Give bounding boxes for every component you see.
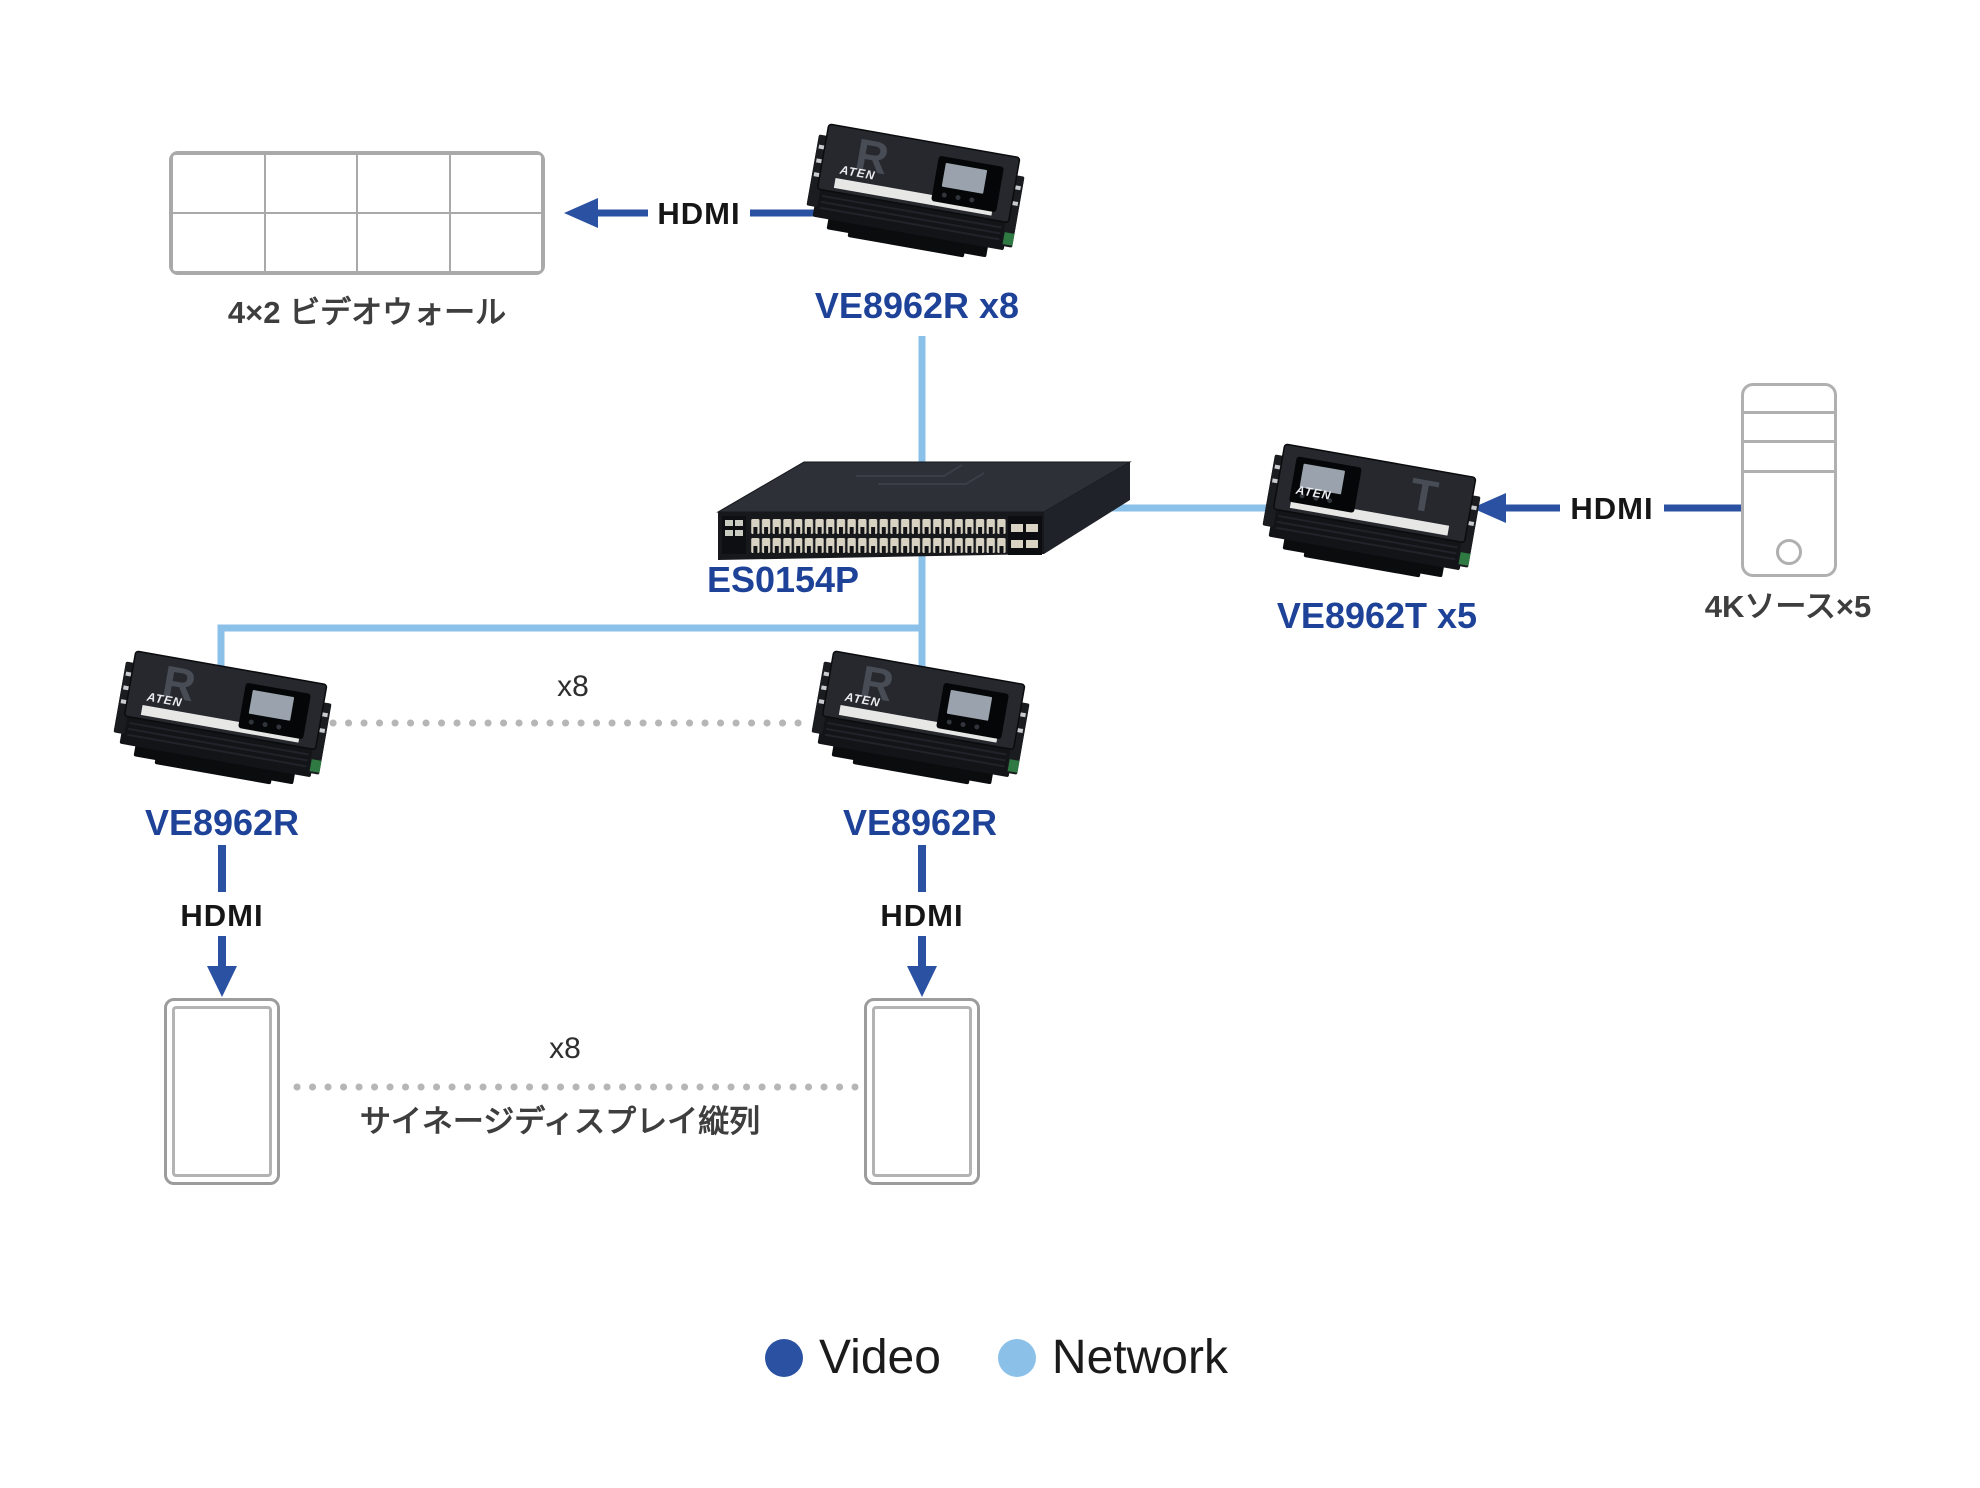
display-screen	[872, 1006, 972, 1177]
extender-photo: T ATEN	[1256, 431, 1486, 597]
video-legend-label: Video	[819, 1331, 941, 1384]
video-wall-cell	[357, 213, 450, 272]
display-screen	[172, 1006, 272, 1177]
extender-photo: R ATEN	[107, 638, 337, 804]
video-wall-label: 4×2 ビデオウォール	[227, 295, 507, 330]
video-dot-circle	[765, 1339, 803, 1377]
receiver-left-model-label: VE8962R	[144, 802, 300, 843]
video-wall-cell	[264, 213, 357, 272]
device-ve8962r-center: R ATEN	[815, 655, 1025, 787]
tower-bay-line	[1744, 440, 1834, 443]
device-ve8962r-left: R ATEN	[117, 655, 327, 787]
legend: Video Network	[764, 1334, 1228, 1382]
video-wall-cell	[264, 154, 357, 213]
device-ve8962r-top: R ATEN	[810, 128, 1020, 260]
hdmi-label-bottom-left: HDMI	[180, 898, 264, 933]
transmitter-model-label: VE8962T x5	[1276, 595, 1478, 636]
signage-display-center	[864, 998, 980, 1185]
signage-label: サイネージディスプレイ縦列	[359, 1104, 761, 1139]
extender-body	[802, 111, 1030, 270]
tower-power-button	[1776, 539, 1802, 565]
network-dot-circle	[997, 1339, 1036, 1377]
video-wall-cell	[449, 154, 542, 213]
hdmi-arrowhead-to-display-center	[907, 966, 937, 997]
hdmi-arrowhead-to-display-left	[207, 966, 237, 997]
signage-display-left	[164, 998, 280, 1185]
video-wall	[169, 151, 545, 275]
video-legend-dot	[764, 1338, 804, 1378]
network-legend-label: Network	[1051, 1331, 1228, 1384]
receiver-top-model-label: VE8962R x8	[814, 285, 1020, 326]
tower-bay-line	[1744, 470, 1834, 473]
receiver-center-model-label: VE8962R	[842, 802, 998, 843]
switch-model-label: ES0154P	[706, 559, 860, 600]
hdmi-arrowhead-to-video-wall	[564, 198, 598, 228]
video-wall-cell	[449, 213, 542, 272]
pc-source-tower	[1741, 383, 1837, 577]
extender-body	[1258, 431, 1486, 590]
tower-bay-line	[1744, 411, 1834, 414]
multiplier-displays: x8	[549, 1032, 581, 1065]
video-wall-cell	[172, 213, 265, 272]
hdmi-label-right: HDMI	[1570, 491, 1654, 526]
network-legend-dot	[997, 1338, 1037, 1378]
video-wall-cell	[357, 154, 450, 213]
video-wall-cell	[172, 154, 265, 213]
extender-photo: R ATEN	[800, 111, 1030, 277]
hdmi-label-top: HDMI	[657, 196, 741, 231]
extender-body	[807, 638, 1035, 797]
source-label: 4Kソース×5	[1704, 589, 1872, 624]
extender-photo: R ATEN	[805, 638, 1035, 804]
extender-body	[109, 638, 337, 797]
network-line-switch-to-receiver-left	[217, 624, 922, 678]
hdmi-label-bottom-center: HDMI	[880, 898, 964, 933]
multiplier-receivers: x8	[557, 670, 589, 703]
hdmi-arrowhead-to-transmitter	[1472, 493, 1506, 523]
device-ve8962t: T ATEN	[1266, 448, 1476, 580]
